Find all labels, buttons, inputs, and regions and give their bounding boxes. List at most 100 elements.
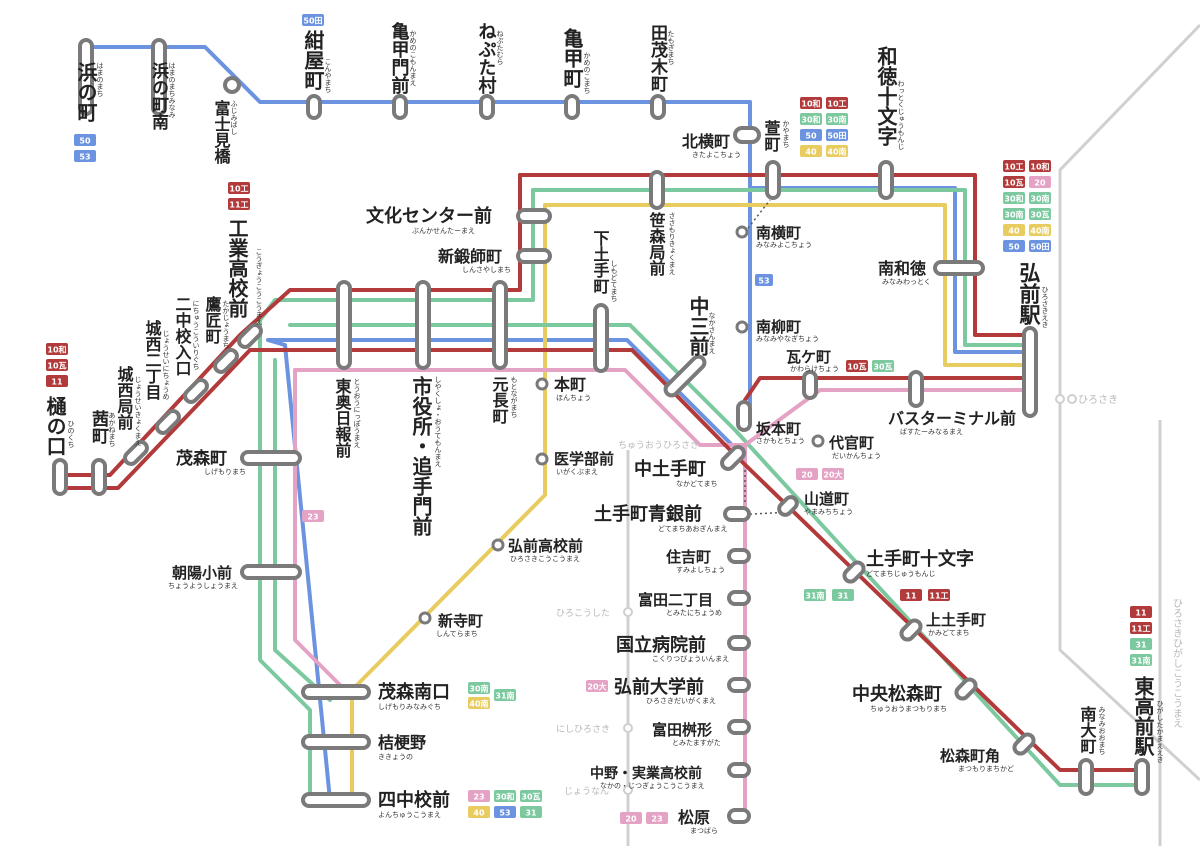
route-badge-label: 40 — [1008, 227, 1020, 236]
stop-bar — [155, 409, 181, 435]
stop-bar — [663, 354, 707, 398]
route-badge-label: 30瓦 — [873, 363, 892, 372]
stop-dot — [735, 225, 749, 239]
station-name: 北横町 — [682, 132, 730, 151]
route-badge-label: 11工 — [229, 201, 248, 210]
station-kana: きたよこちょう — [692, 151, 741, 159]
stop-bar — [736, 400, 752, 432]
route-badge-label: 50 — [1008, 243, 1020, 252]
route-badge-label: 20 — [625, 815, 637, 824]
station-name: 浜の町 — [74, 62, 98, 122]
route-badge — [826, 113, 848, 125]
station-kana: とみたにちょうめ — [666, 609, 722, 617]
route-badge — [1003, 192, 1025, 204]
station-name: 東高前駅 — [1131, 676, 1155, 757]
station-kana: こうぎょうこうこうまえ — [255, 248, 263, 325]
route-badge-label: 23 — [307, 513, 318, 522]
route-badge-label: 30南 — [827, 115, 846, 125]
station-name: 工業高校前 — [225, 218, 249, 318]
station-kana: かわらけちょう — [790, 365, 839, 373]
station-kana: しやくしょ・おうてもんまえ — [434, 376, 442, 467]
station-kana: みなみわっとく — [882, 278, 931, 286]
route-badge — [822, 468, 844, 480]
station-name: ねぷた村 — [476, 22, 497, 94]
station-kana: どてまちあおぎんまえ — [658, 524, 728, 533]
station-kana: まつばら — [690, 826, 718, 835]
route-badge — [46, 375, 68, 387]
route-badge — [494, 790, 516, 802]
route-badge — [74, 134, 96, 146]
route-badge — [1003, 224, 1025, 236]
station-name: 文化センター前 — [366, 205, 492, 227]
rail-station-name: ちゅうおうひろさき — [618, 440, 699, 451]
route-badge-label: 20 — [801, 471, 813, 480]
route-badge — [826, 145, 848, 157]
station-name: 桔梗野 — [378, 733, 426, 752]
station-name: 瓦ケ町 — [786, 348, 831, 366]
stop-bar — [213, 348, 239, 374]
route-badge-label: 53 — [758, 277, 769, 286]
stop-bar — [899, 618, 923, 642]
rail-dot — [1067, 394, 1077, 404]
stop-bar — [415, 280, 431, 370]
station-kana: しげもりまち — [204, 467, 246, 476]
rail-dots — [623, 394, 1077, 795]
station-kana: しもどてまち — [610, 260, 618, 302]
stop-dot — [491, 538, 505, 552]
stop-bar — [301, 684, 371, 700]
station-kana: すみよしちょう — [676, 566, 725, 574]
route-badge — [826, 97, 848, 109]
stop-bar — [52, 458, 68, 496]
route-badge — [1003, 176, 1025, 188]
station-kana: なかの・じつぎょうこうこうまえ — [600, 781, 705, 790]
stop-bar — [123, 440, 149, 466]
route-line-red-east — [743, 376, 1032, 402]
route-badge — [826, 129, 848, 141]
route-line-pink — [293, 368, 1032, 822]
stop-bar — [183, 378, 209, 404]
station-kana: たもぎまち — [667, 30, 675, 65]
route-badge — [1130, 606, 1152, 618]
station-kana: ちょうようしょうまえ — [168, 582, 238, 590]
route-badge — [800, 97, 822, 109]
station-kana: かみどてまち — [928, 629, 970, 637]
route-badge-label: 40 — [473, 809, 485, 818]
station-name: 茂森南口 — [378, 681, 450, 703]
stop-bar — [727, 548, 751, 564]
station-kana: こんやまち — [324, 58, 332, 93]
station-name: 南大町 — [1078, 705, 1097, 755]
route-badge-label: 10瓦 — [1004, 179, 1023, 188]
station-kana: じょうせいにちょうめ — [162, 330, 170, 400]
station-name: 松森町角 — [940, 747, 1000, 765]
route-line-green-main — [258, 188, 535, 802]
station-kana: みなみやなぎちょう — [756, 334, 819, 343]
route-badge-label: 30南 — [1030, 194, 1049, 204]
station-name: 土手町青銀前 — [594, 503, 702, 525]
station-name: 茂森町 — [176, 448, 227, 469]
station-name: 住吉町 — [666, 548, 711, 566]
route-badge-label: 31南 — [495, 691, 514, 701]
station-kana: じょうせいきょくまえ — [134, 376, 142, 446]
station-name: 笹森局前 — [647, 211, 667, 277]
route-badge — [872, 360, 894, 372]
route-badge-label: 23 — [473, 793, 484, 802]
station-kana: なかさんまえ — [708, 312, 716, 354]
station-kana: なかどてまち — [676, 480, 718, 488]
station-name: バスターミナル前 — [888, 409, 1016, 428]
rail-station-name: ひろこうした — [556, 608, 610, 619]
station-kana: ふじみばし — [230, 100, 238, 135]
stop-bar — [593, 303, 609, 373]
stop-bar — [151, 38, 167, 116]
station-name: 市役所・追手門前 — [409, 375, 433, 536]
station-name: 中野・実業高校前 — [590, 765, 702, 782]
route-badge — [646, 812, 668, 824]
stop-bar — [516, 208, 552, 224]
station-name: 南横町 — [756, 224, 801, 242]
route-badge-label: 10工 — [229, 185, 248, 194]
station-name: 二中校入口 — [173, 296, 192, 376]
station-name: 坂本町 — [756, 420, 801, 438]
station-name: 富田二丁目 — [638, 591, 713, 609]
route-badge-label: 31南 — [805, 591, 824, 601]
station-kana: みなみおおまち — [1098, 706, 1106, 755]
stop-bar — [765, 160, 781, 200]
